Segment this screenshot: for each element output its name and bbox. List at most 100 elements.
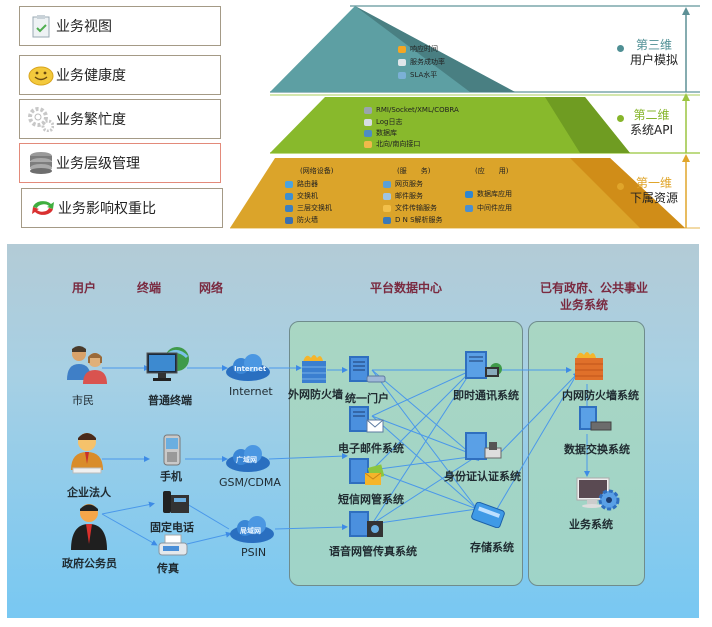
pyramid-column-header: (网络设备) — [300, 167, 334, 175]
firewall-icon — [285, 216, 293, 224]
pyramid-item-success-rate: 服务成功率 — [398, 57, 445, 67]
existing-label-data-exchange: 数据交换系统 — [564, 443, 630, 456]
platform-label-unified-portal: 统一门户 — [345, 392, 389, 405]
mobile-phone-icon — [163, 434, 181, 466]
im-server-icon — [465, 351, 502, 379]
storage-icon — [471, 502, 505, 528]
network-label-gsm-cdma: GSM/CDMA — [219, 476, 281, 489]
menu-item-business-busyness[interactable]: 业务繁忙度 — [19, 99, 221, 139]
id-auth-server-icon — [465, 432, 502, 460]
tier3-dot — [617, 45, 624, 52]
pyramid-column-header: (服 务) — [397, 167, 431, 175]
pyramid-item-sla: SLA水平 — [398, 70, 437, 80]
switch-icon — [285, 192, 293, 200]
connection-lines — [101, 365, 590, 546]
pyramid-item-l3-switch: 三层交换机 — [285, 203, 332, 213]
log-icon — [364, 118, 372, 126]
gear-icon — [364, 106, 372, 114]
sla-icon — [398, 71, 406, 79]
header-terminals: 终端 — [137, 281, 162, 295]
gears-icon — [28, 106, 55, 133]
pencil-icon — [398, 58, 406, 66]
database-icon — [364, 129, 372, 137]
pyramid-item-dns-service: D N S解析服务 — [383, 215, 443, 225]
terminal-label-desktop: 普通终端 — [148, 394, 192, 407]
pyramid-shapes — [230, 5, 700, 229]
header-existing-line1: 已有政府、公共事业 — [540, 281, 649, 295]
pyramid-item-interface: 北向/南向接口 — [364, 139, 420, 149]
web-icon — [383, 180, 391, 188]
network-architecture-diagram: 用户 终端 网络 平台数据中心 已有政府、公共事业 业务系统 — [7, 244, 699, 618]
l3-switch-icon — [285, 204, 293, 212]
pyramid-item-db-app: 数据库应用 — [465, 189, 512, 199]
fixed-phone-icon — [163, 491, 189, 513]
menu-item-business-impact-weight[interactable]: 业务影响权重比 — [21, 188, 223, 228]
civil-servant-icon — [71, 504, 107, 550]
pyramid-item-mail-service: 邮件服务 — [383, 191, 423, 201]
terminal-label-fixed-phone: 固定电话 — [150, 521, 194, 534]
pyramid-item-ftp-service: 文件传输服务 — [383, 203, 437, 213]
internet-cloud-icon — [226, 354, 270, 381]
refresh-arrows-icon — [30, 195, 56, 221]
platform-label-email-system: 电子邮件系统 — [338, 442, 404, 455]
enterprise-legal-person-icon — [71, 433, 103, 474]
pyramid-item-response-time: 响应时间 — [398, 44, 438, 54]
pyramid-item-database: 数据库 — [364, 128, 397, 138]
terminal-label-fax: 传真 — [157, 562, 179, 575]
existing-label-internal-firewall: 内网防火墙系统 — [562, 389, 639, 402]
menu-item-label: 业务层级管理 — [56, 156, 140, 172]
existing-label-business-system: 业务系统 — [569, 518, 613, 531]
sms-gateway-server-icon — [349, 458, 385, 485]
menu-item-business-hierarchy[interactable]: 业务层级管理 — [19, 143, 221, 183]
fax-icon — [158, 534, 188, 556]
platform-label-id-auth: 身份证认证系统 — [444, 470, 521, 483]
user-label-citizens: 市民 — [72, 394, 94, 407]
mail-icon — [383, 192, 391, 200]
platform-label-im-system: 即时通讯系统 — [453, 389, 519, 402]
platform-label-sms-gateway: 短信网管系统 — [338, 493, 404, 506]
user-label-civil-servant: 政府公务员 — [62, 557, 117, 570]
smiley-icon — [28, 62, 54, 88]
menu-item-label: 业务视图 — [56, 19, 112, 35]
menu-item-business-health[interactable]: 业务健康度 — [19, 55, 221, 95]
pyramid-item-rmi: RMI/Socket/XML/COBRA — [364, 106, 459, 114]
menu-item-label: 业务健康度 — [56, 68, 126, 84]
desktop-terminal-icon — [146, 347, 189, 381]
network-label-internet: Internet — [229, 385, 273, 398]
folder-icon — [383, 204, 391, 212]
database-app-icon — [465, 190, 473, 198]
network-label-psin: PSIN — [241, 546, 267, 559]
platform-label-external-firewall: 外网防火墙 — [288, 388, 343, 401]
header-platform: 平台数据中心 — [370, 281, 443, 295]
menu-item-business-view[interactable]: 业务视图 — [19, 6, 221, 46]
citizens-icon — [67, 346, 107, 384]
cloud-text-lan: 局域网 — [240, 527, 261, 535]
middleware-icon — [465, 204, 473, 212]
voice-fax-server-icon — [349, 511, 383, 537]
header-existing-line2: 业务系统 — [560, 298, 609, 312]
unified-portal-server-icon — [349, 356, 386, 383]
tier1-dot — [617, 183, 624, 190]
email-server-icon — [349, 406, 384, 433]
interface-icon — [364, 140, 372, 148]
platform-label-voice-fax: 语音网管传真系统 — [329, 545, 417, 558]
menu-item-label: 业务繁忙度 — [56, 112, 126, 128]
pyramid-item-router: 路由器 — [285, 179, 318, 189]
wan-cloud-icon — [226, 445, 270, 472]
router-icon — [285, 180, 293, 188]
business-system-icon — [576, 477, 620, 511]
cloud-text-internet: Internet — [234, 365, 267, 373]
external-firewall-icon — [302, 355, 326, 383]
pyramid-item-middleware-app: 中间件应用 — [465, 203, 512, 213]
pyramid-column-header: (应 用) — [475, 167, 509, 175]
platform-label-storage: 存储系统 — [470, 541, 514, 554]
database-icon — [28, 150, 54, 176]
tier1-label: 第一维 下属资源 — [630, 176, 679, 205]
tier2-dot — [617, 115, 624, 122]
user-label-enterprise: 企业法人 — [67, 486, 111, 499]
data-exchange-server-icon — [579, 406, 612, 431]
internal-firewall-icon — [575, 352, 603, 380]
cloud-text-wan: 广域网 — [236, 456, 257, 464]
tier3-label: 第三维 用户模拟 — [630, 38, 679, 67]
header-users: 用户 — [72, 281, 97, 295]
